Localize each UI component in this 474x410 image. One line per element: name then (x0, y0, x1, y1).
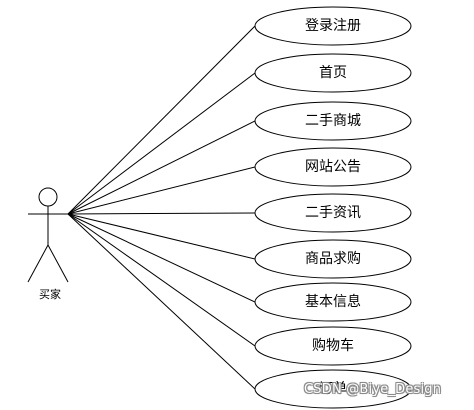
use-case-label-product-request[interactable]: 商品求购 (305, 251, 361, 267)
use-case-ellipse[interactable] (254, 282, 412, 322)
use-case-label-order[interactable]: 订单 (319, 381, 347, 397)
association-line (67, 25, 256, 215)
association-line (67, 213, 256, 260)
use-case-ellipses (254, 6, 412, 409)
association-line (67, 213, 256, 303)
use-case-ellipse[interactable] (254, 239, 412, 279)
watermark: CSDN @Biye_Design (304, 382, 442, 397)
use-case-ellipse[interactable] (254, 193, 412, 233)
use-case-label-second-hand-mall[interactable]: 二手商城 (305, 113, 361, 129)
actor-right-leg (47, 244, 69, 283)
actor-head (38, 187, 58, 207)
association-line (67, 72, 256, 215)
use-case-ellipse[interactable] (254, 101, 412, 141)
use-case-label-home[interactable]: 首页 (319, 65, 347, 81)
use-case-label-second-hand-news[interactable]: 二手资讯 (305, 205, 361, 221)
use-case-label-shopping-cart[interactable]: 购物车 (312, 338, 354, 354)
actor-left-leg (27, 244, 49, 283)
association-lines (67, 25, 256, 390)
use-case-ellipse[interactable] (254, 53, 412, 93)
use-case-label-basic-info[interactable]: 基本信息 (305, 294, 361, 310)
association-line (67, 166, 256, 215)
use-case-ellipse[interactable] (254, 369, 412, 409)
association-line (67, 120, 256, 215)
actor-figure (27, 187, 69, 283)
association-line (67, 213, 256, 390)
use-case-label-login-register[interactable]: 登录注册 (305, 18, 361, 34)
use-case-ellipse[interactable] (254, 326, 412, 366)
use-case-label-site-announcement[interactable]: 网站公告 (305, 159, 361, 175)
association-line (67, 213, 256, 347)
use-case-ellipse[interactable] (254, 6, 412, 46)
association-line (67, 212, 256, 215)
actor-label: 买家 (39, 288, 61, 301)
use-case-ellipse[interactable] (254, 147, 412, 187)
